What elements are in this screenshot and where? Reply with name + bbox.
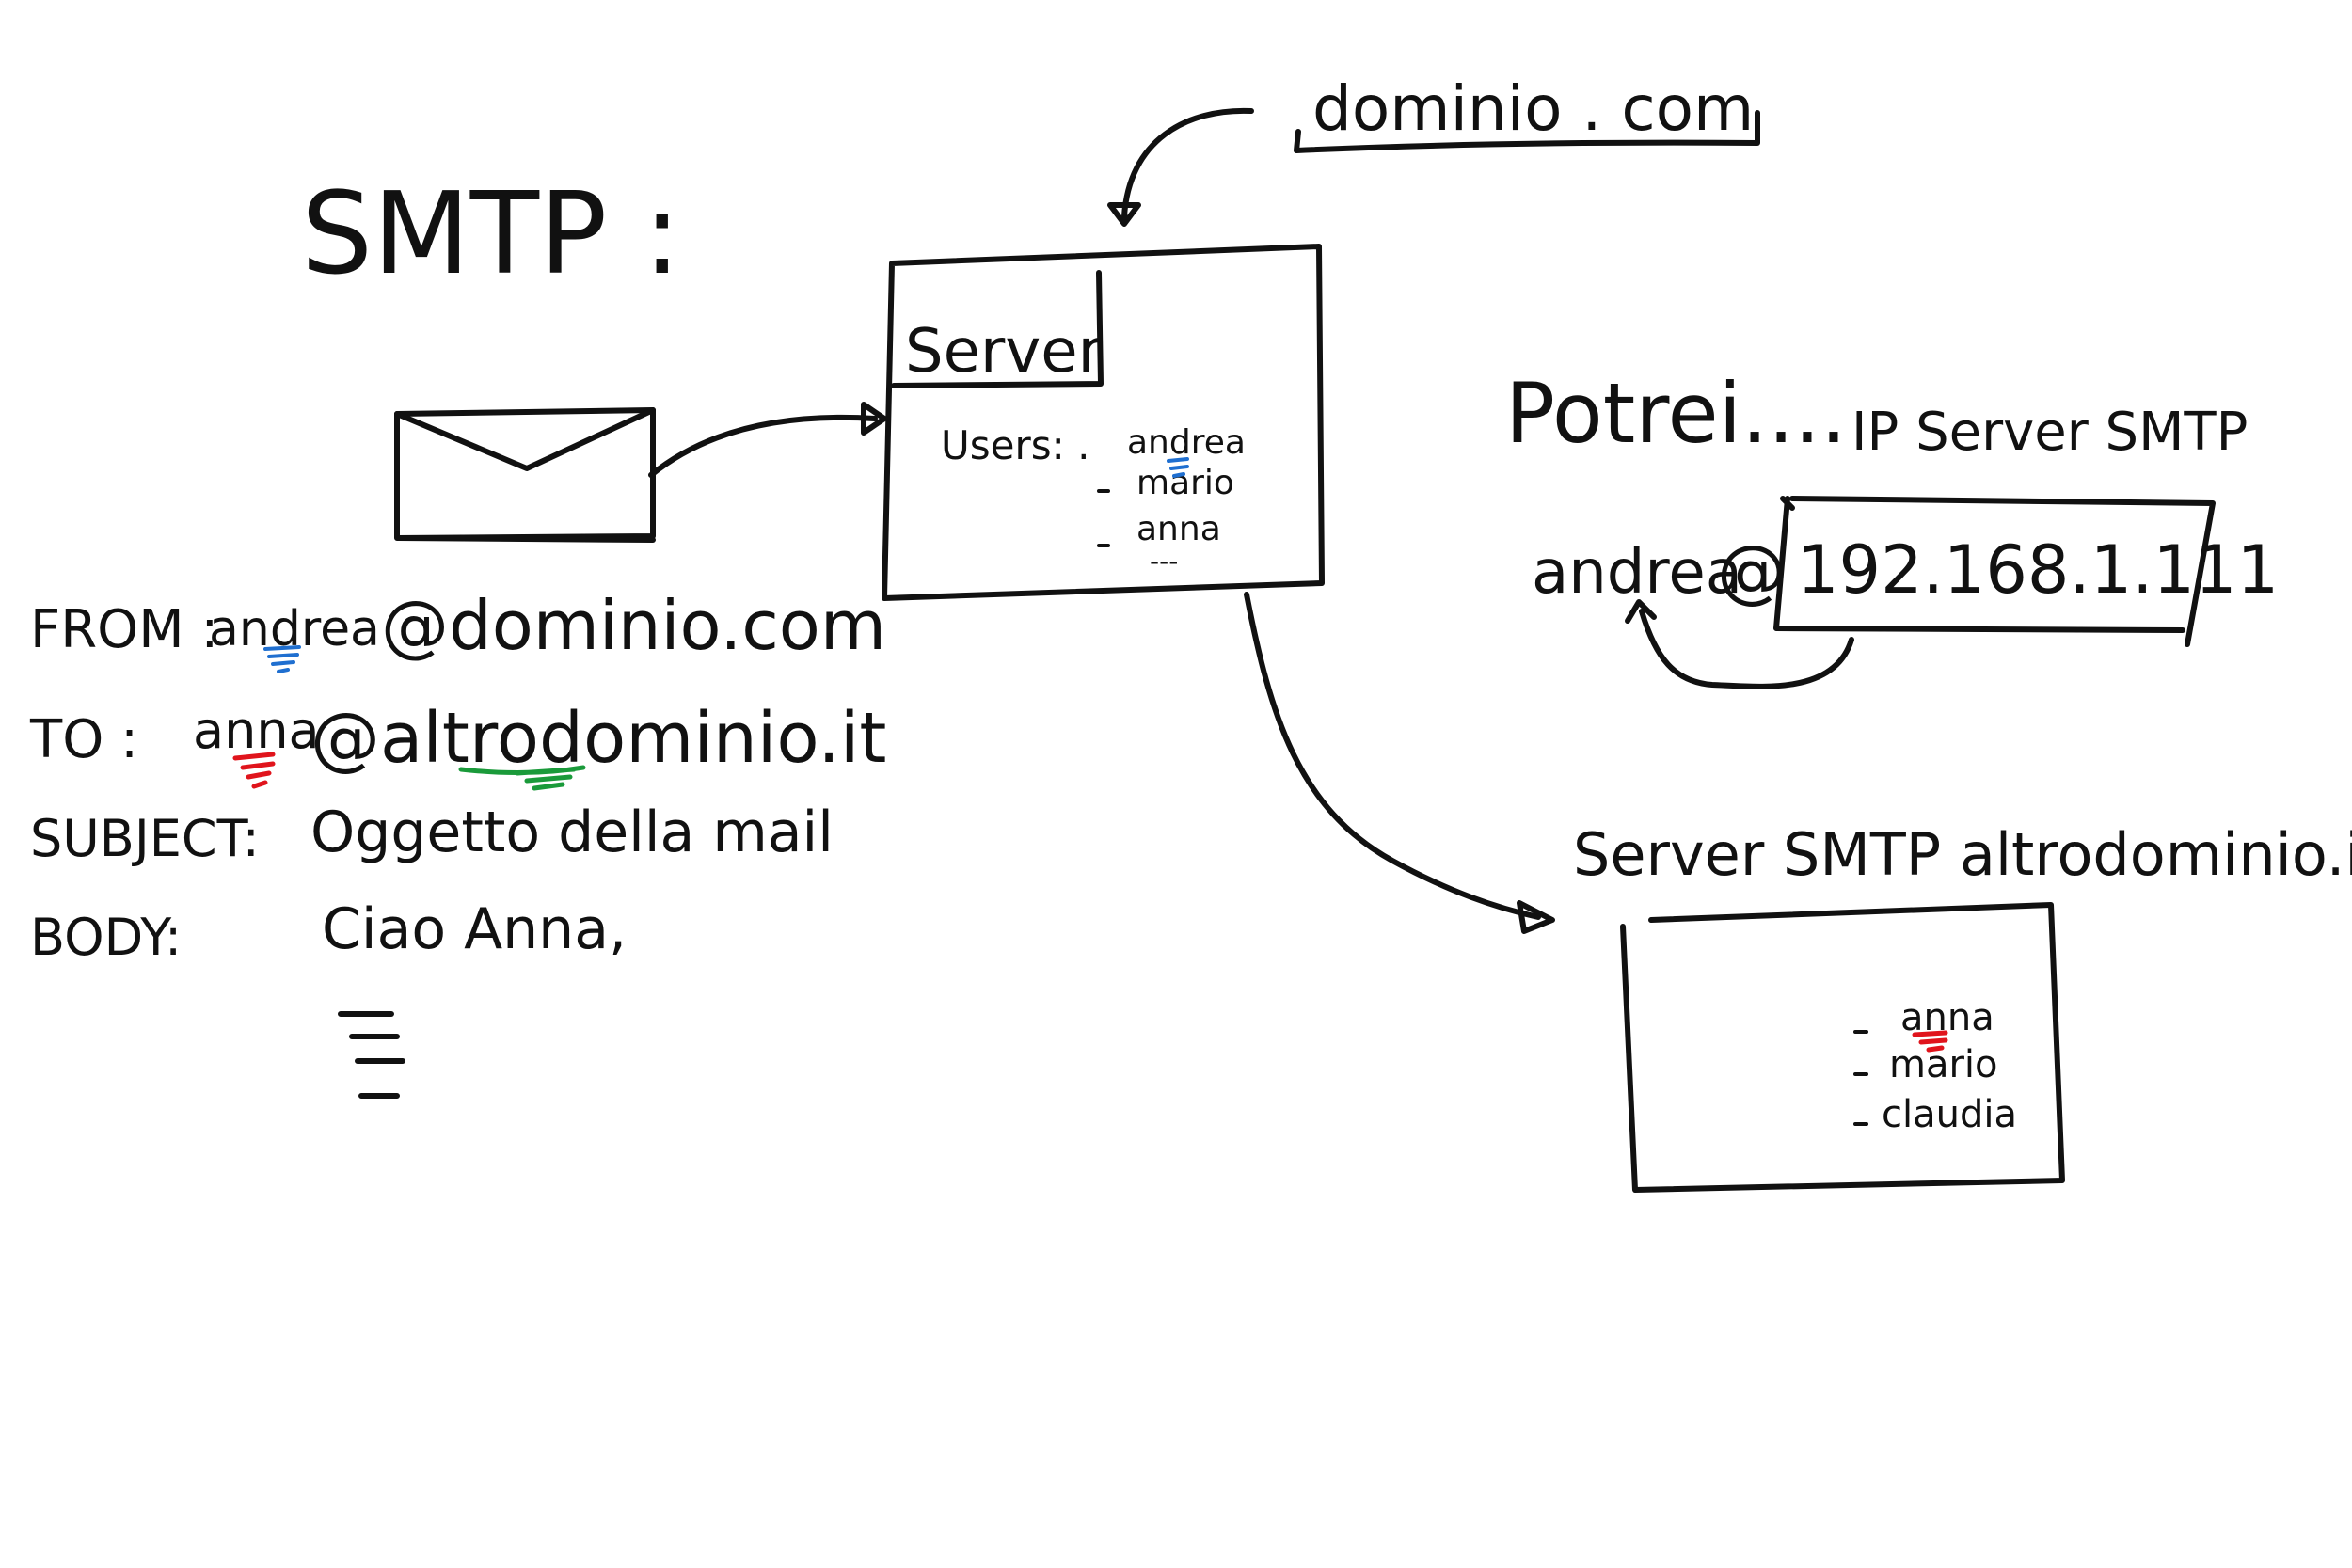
potrei-label: Potrei.... xyxy=(1505,365,1847,462)
potrei-back-arrow xyxy=(1639,609,1854,689)
server-label: Server xyxy=(905,317,1104,387)
to-domain: @altrodominio.it xyxy=(310,698,886,779)
envelope-icon xyxy=(394,407,656,543)
remote-arrow-head xyxy=(1517,900,1555,934)
server-users-label: Users: . xyxy=(941,422,1089,468)
domain-to-server-arrow xyxy=(1121,107,1254,219)
domain-arrow-head xyxy=(1107,202,1141,227)
remote-user-dashes xyxy=(1853,1030,1868,1126)
server-user-andrea: andrea xyxy=(1127,423,1246,462)
envelope-arrow-head xyxy=(861,402,887,436)
subject-label: SUBJECT: xyxy=(30,809,260,868)
body-label: BODY: xyxy=(30,908,182,967)
potrei-address-at: @ xyxy=(1717,531,1787,611)
domain-label: dominio . com xyxy=(1312,72,1754,145)
remote-anna-marker xyxy=(1912,1030,1948,1053)
from-user-marker xyxy=(263,645,301,673)
diagram-title: SMTP : xyxy=(301,169,681,300)
potrei-address-user: andrea xyxy=(1532,538,1742,608)
server-user-dashes xyxy=(1097,489,1110,547)
to-domain-marker xyxy=(458,765,586,791)
potrei-address-ip: 192.168.1.111 xyxy=(1797,531,2279,609)
body-value: Ciao Anna, xyxy=(322,896,627,962)
to-label: TO : xyxy=(29,709,138,770)
to-user: anna xyxy=(193,701,320,760)
server-users-more: --- xyxy=(1150,546,1178,577)
potrei-arrow-head xyxy=(1625,599,1657,624)
ip-server-label: IP Server SMTP xyxy=(1851,402,2248,463)
local-server-box xyxy=(882,244,1325,601)
envelope-to-server-arrow xyxy=(648,414,878,478)
domain-underline xyxy=(1294,110,1760,153)
server-user-mario: mario xyxy=(1136,464,1234,502)
remote-server-box xyxy=(1620,902,2065,1193)
to-user-marker xyxy=(232,752,276,789)
from-label: FROM : xyxy=(30,599,218,660)
remote-user-mario: mario xyxy=(1889,1043,1998,1086)
body-text-lines xyxy=(338,1011,405,1099)
subject-value: Oggetto della mail xyxy=(310,800,834,865)
server-andrea-marker xyxy=(1167,457,1189,478)
server-user-anna: anna xyxy=(1136,510,1221,548)
server-to-remote-arrow xyxy=(1244,592,1541,920)
remote-server-label: Server SMTP altrodominio.it xyxy=(1573,820,2352,889)
from-domain: @dominio.com xyxy=(381,586,886,665)
remote-user-claudia: claudia xyxy=(1882,1093,2017,1136)
ip-box xyxy=(1773,496,2216,647)
